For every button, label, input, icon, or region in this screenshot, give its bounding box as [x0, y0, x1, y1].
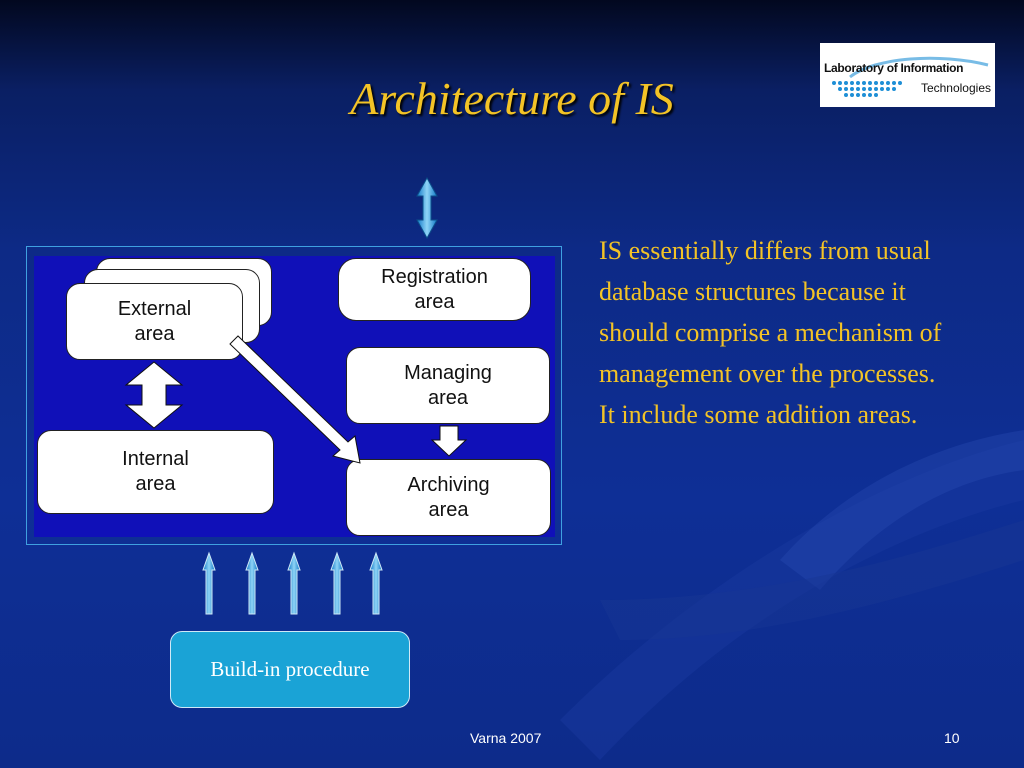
description-paragraph-1: IS essentially differs from usual databa…	[599, 236, 942, 388]
registration-area-box: Registration area	[338, 258, 531, 321]
up-arrow-4-icon	[330, 551, 344, 615]
diagonal-arrow-icon	[229, 335, 361, 464]
managing-archiving-arrow-icon	[430, 425, 468, 457]
managing-area-box: Managing area	[346, 347, 550, 424]
up-arrow-2-icon	[245, 551, 259, 615]
build-in-procedure-box: Build-in procedure	[170, 631, 410, 708]
internal-area-box: Internal area	[37, 430, 274, 514]
up-arrow-3-icon	[287, 551, 301, 615]
external-area-box: External area	[66, 283, 243, 360]
up-arrow-5-icon	[369, 551, 383, 615]
footer-location: Varna 2007	[470, 730, 542, 746]
slide-title: Architecture of IS	[350, 73, 674, 124]
footer-page-number: 10	[944, 730, 960, 746]
description-paragraph-2: It include some addition areas.	[599, 400, 918, 429]
logo-line1: Laboratory of Information	[824, 61, 964, 75]
lab-logo: Laboratory of Information Technologies	[820, 43, 995, 107]
top-double-arrow-icon	[416, 176, 438, 240]
diagram-frame	[26, 246, 562, 545]
external-internal-double-arrow-icon	[124, 361, 184, 429]
logo-line2: Technologies	[920, 81, 991, 95]
logo-dots-icon	[832, 56, 989, 97]
archiving-area-box: Archiving area	[346, 459, 551, 536]
up-arrow-1-icon	[202, 551, 216, 615]
description-text: IS essentially differs from usual databa…	[599, 230, 959, 435]
